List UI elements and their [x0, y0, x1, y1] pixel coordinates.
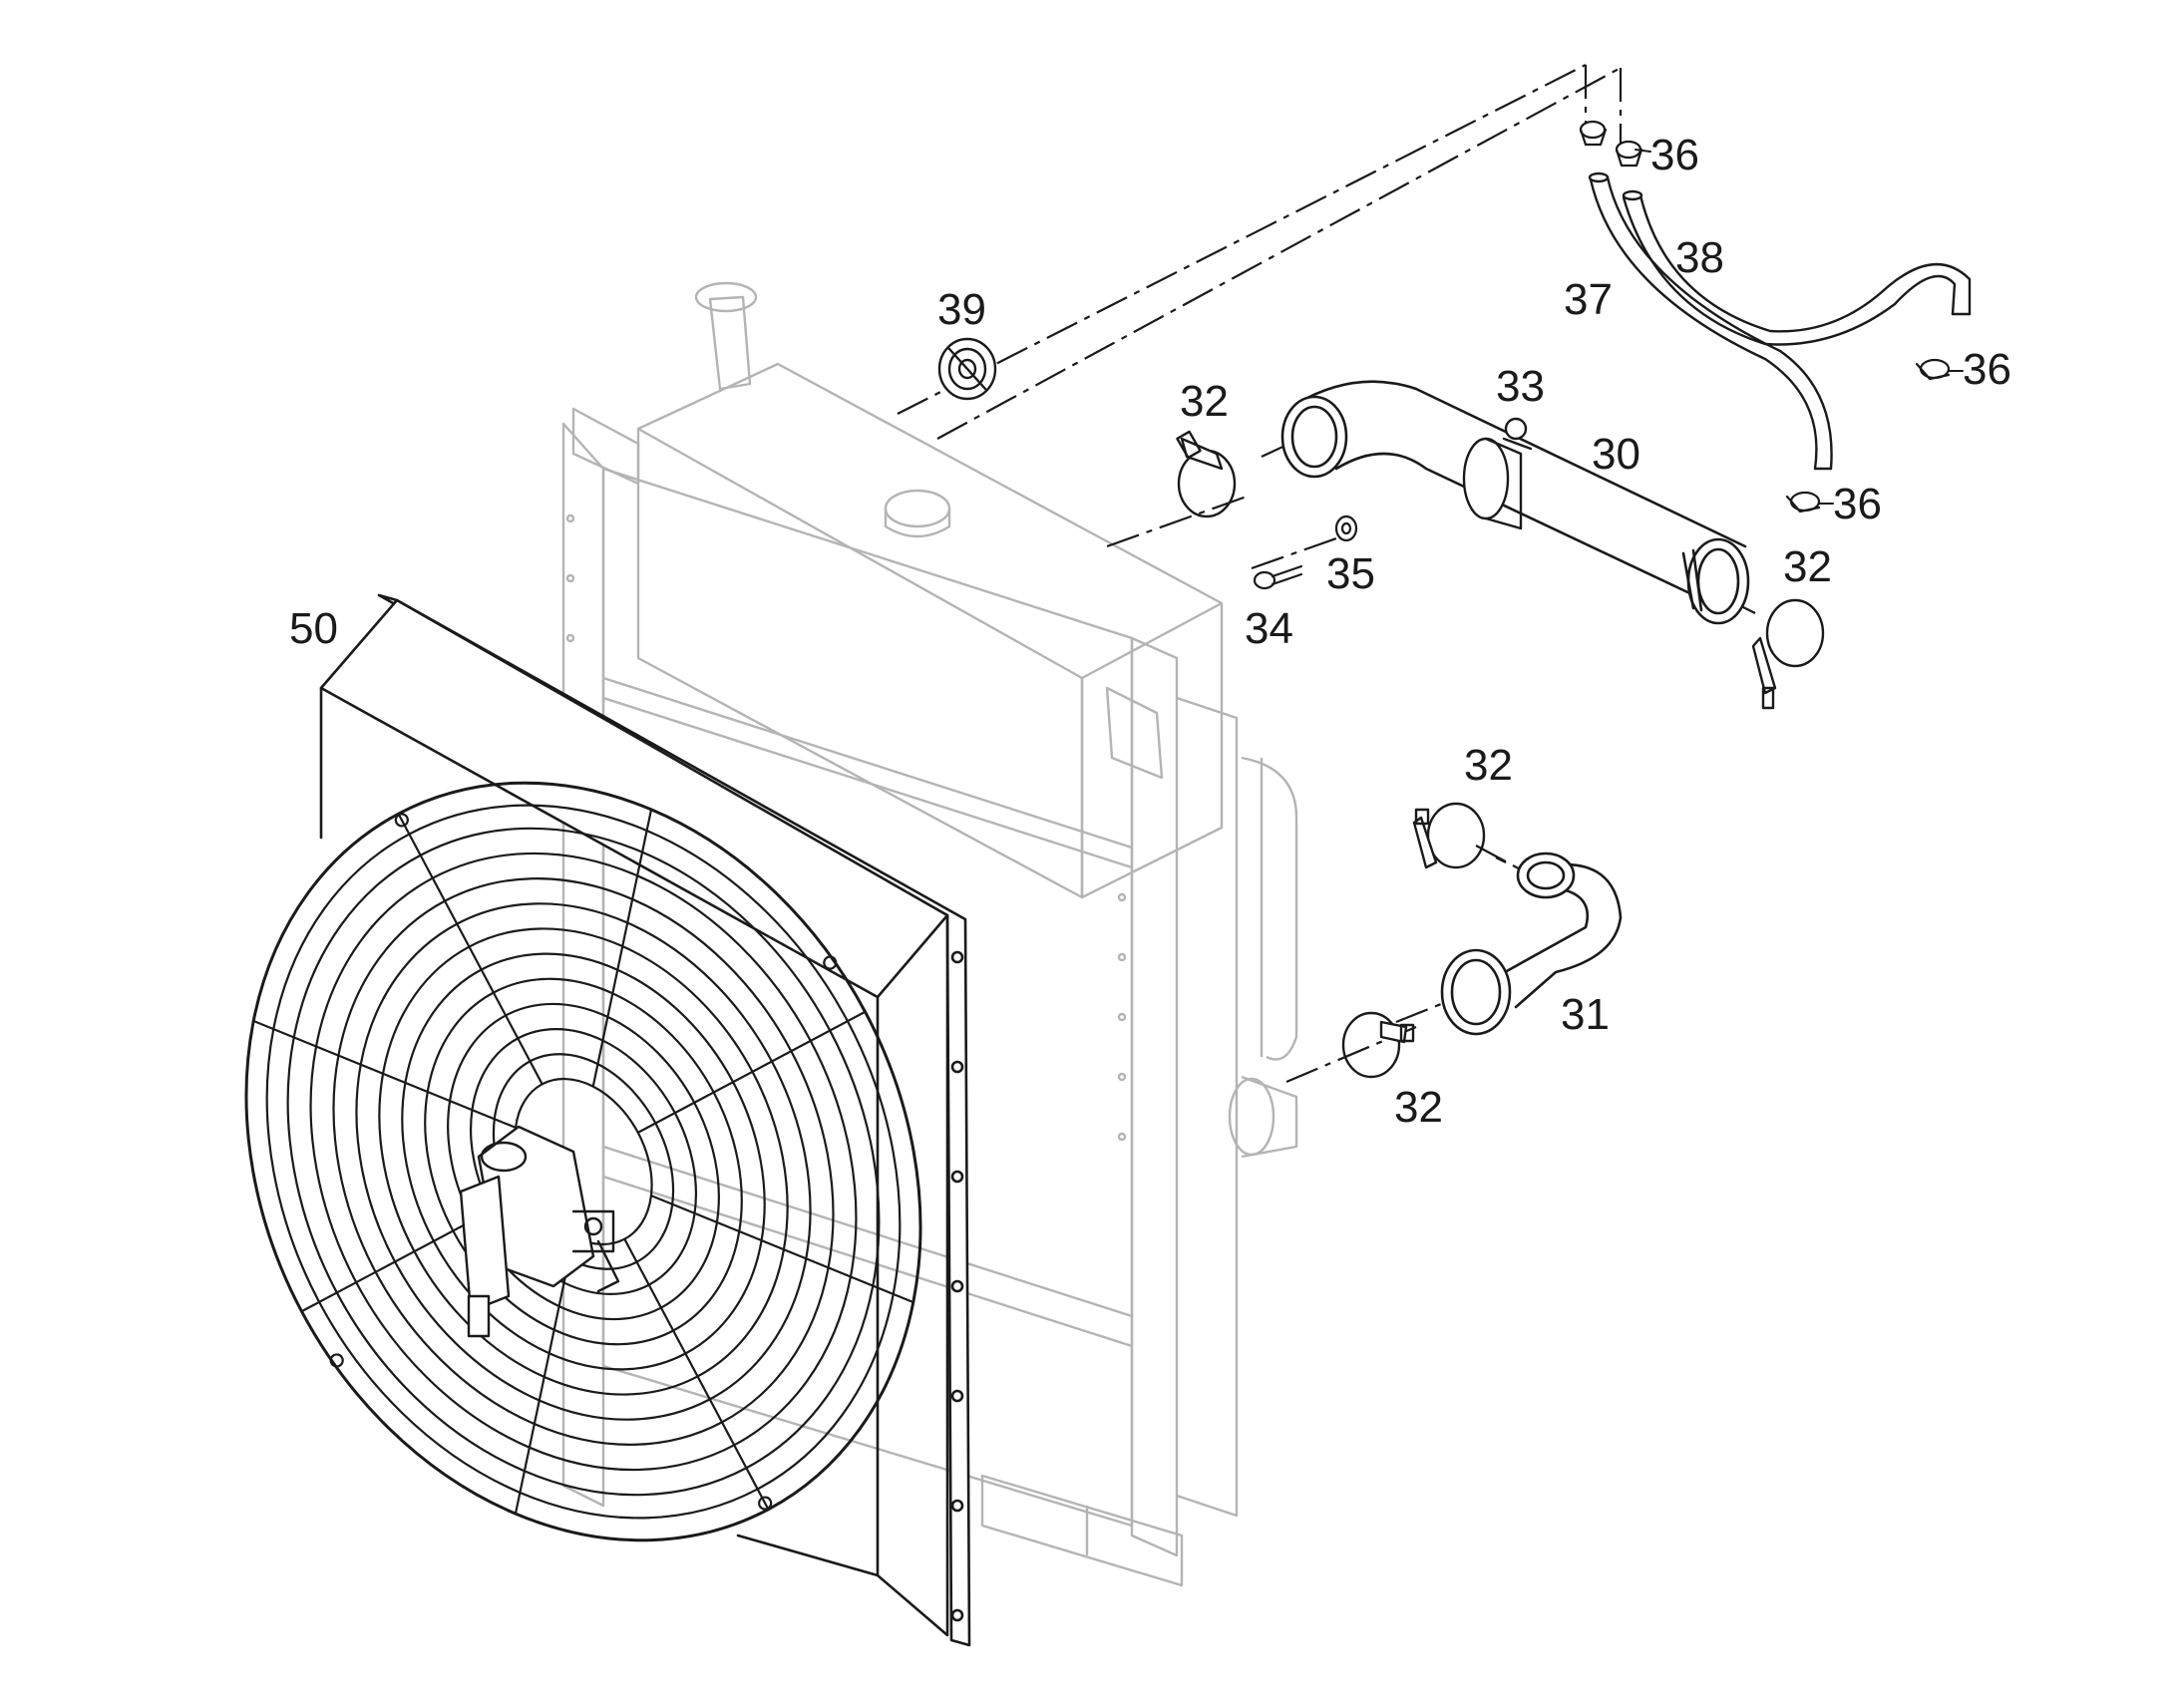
callout-36-bottom: 36 [1833, 480, 1882, 528]
callout-50: 50 [289, 604, 338, 653]
callout-32-upper-right: 32 [1783, 542, 1832, 591]
callout-30: 30 [1592, 430, 1640, 479]
callout-35: 35 [1326, 549, 1375, 598]
hose-clamp-upper-left [1176, 430, 1237, 518]
hose-bracket [1462, 417, 1533, 530]
callout-38: 38 [1675, 233, 1724, 282]
bolt [1253, 564, 1303, 590]
radiator-assembly [561, 281, 1298, 1587]
fan-shroud-assembly [319, 593, 971, 1647]
callout-32-lower-top: 32 [1464, 741, 1513, 790]
fitting-36-top-right [1615, 140, 1643, 168]
grommet [937, 337, 997, 401]
callout-32-lower-bottom: 32 [1394, 1083, 1443, 1132]
callout-37: 37 [1564, 275, 1613, 324]
lower-radiator-hose [1440, 852, 1623, 1036]
vent-line-38 [1622, 189, 1972, 346]
fitting-36-top-left [1579, 120, 1608, 147]
fan-motor [459, 1125, 620, 1338]
hose-clamp-lower-bottom [1341, 1011, 1415, 1079]
fitting-36-bottom [1785, 491, 1821, 513]
vent-line-37 [1588, 171, 1833, 471]
callout-36-top: 36 [1650, 131, 1699, 179]
washer [1334, 514, 1358, 542]
callout-39: 39 [937, 285, 986, 334]
leader-lines [1635, 149, 1964, 505]
callout-34: 34 [1245, 604, 1293, 653]
assembly-lines [897, 64, 1756, 1084]
shroud-flange-bolts [950, 950, 964, 1622]
callout-31: 31 [1561, 990, 1610, 1039]
callout-labels: 50 39 32 33 30 35 34 32 36 38 37 36 36 3… [289, 131, 2011, 1132]
hose-clamp-lower-top [1412, 802, 1486, 869]
fitting-36-right [1915, 358, 1951, 381]
hose-clamp-upper-right [1751, 598, 1825, 710]
callout-33: 33 [1496, 362, 1545, 411]
callout-36-right: 36 [1963, 345, 2011, 394]
upper-radiator-hose [1280, 380, 1750, 625]
callout-32-upper-left: 32 [1180, 377, 1229, 426]
